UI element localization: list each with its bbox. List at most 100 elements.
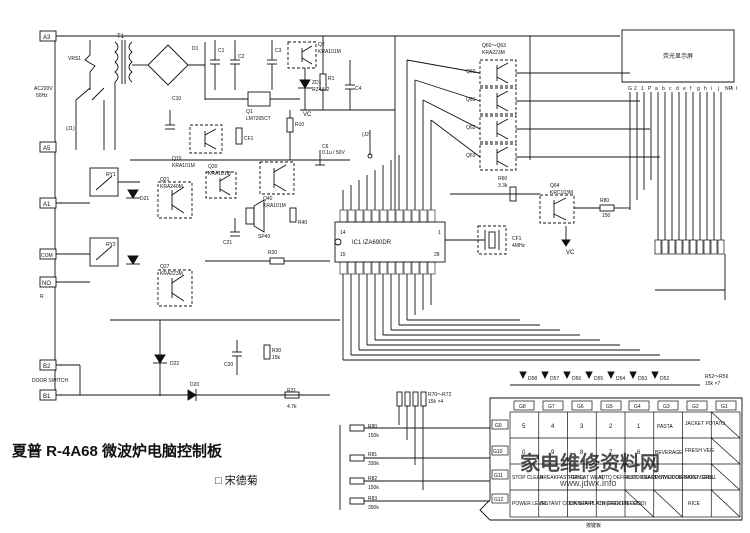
keypad-column-headers: G8 G7 G6 G5 G4 G3 G2 G1 bbox=[519, 404, 728, 410]
terminal-a5: A5 bbox=[43, 146, 51, 152]
r60-label: R60 bbox=[498, 176, 507, 182]
ry1-label: RY1 bbox=[106, 172, 116, 178]
cf1-label: CF1 bbox=[512, 236, 522, 242]
j1-label: (J1) bbox=[66, 126, 75, 132]
r30-label: R30 bbox=[272, 348, 281, 354]
c20-label: C20 bbox=[224, 362, 233, 368]
q61-label: Q61 bbox=[466, 97, 476, 103]
d20-label: D20 bbox=[190, 382, 199, 388]
q20-label: Q20 bbox=[208, 164, 218, 170]
key-bake-grill[interactable]: BAKE/ GRILL bbox=[684, 475, 715, 481]
t1-label: T1 bbox=[117, 34, 125, 40]
watermark-text: 家电维修资料网 bbox=[520, 451, 660, 475]
key-4[interactable]: 4 bbox=[551, 424, 555, 430]
terminal-a3: A3 bbox=[43, 35, 51, 41]
key-8[interactable]: 8 bbox=[580, 450, 584, 456]
c1-label: C1 bbox=[218, 48, 225, 54]
svg-text:G7: G7 bbox=[548, 404, 555, 410]
svg-text:G5: G5 bbox=[606, 404, 613, 410]
cf1-value: 4MHz bbox=[512, 243, 526, 249]
key-fresh-veg[interactable]: FRESH VEG bbox=[685, 448, 714, 454]
page-title: 夏普 R-4A68 微波炉电脑控制板 bbox=[11, 442, 223, 460]
display-label: 荧光显示屏 bbox=[663, 52, 693, 60]
key-2[interactable]: 2 bbox=[609, 424, 613, 430]
q60-q63-label: Q60～Q63 bbox=[482, 43, 506, 49]
svg-text:G4: G4 bbox=[634, 404, 641, 410]
key-rice[interactable]: RICE bbox=[688, 501, 701, 507]
key-power-level[interactable]: POWER LEVEL bbox=[512, 501, 548, 507]
r82-label: R82 bbox=[368, 476, 377, 482]
ac-freq-label: 50Hz bbox=[36, 93, 48, 99]
q40-label: Q40 bbox=[263, 196, 273, 202]
r83-value: 390k bbox=[368, 505, 379, 511]
svg-text:D55: D55 bbox=[594, 376, 603, 382]
q21-label: Q21 bbox=[160, 177, 170, 183]
svg-text:D52: D52 bbox=[660, 376, 669, 382]
r40-label: R40 bbox=[298, 220, 307, 226]
key-beverage[interactable]: BEVERAGE bbox=[655, 450, 683, 456]
svg-text:b: b bbox=[662, 86, 665, 92]
q27-part-label: KRA223M bbox=[160, 271, 183, 277]
sp40-label: SP40 bbox=[258, 234, 270, 240]
q1-part-label: LM7205CT bbox=[246, 116, 271, 122]
c6-label: C6 bbox=[322, 144, 329, 150]
r60-value: 3.3k bbox=[498, 183, 508, 189]
svg-text:G6: G6 bbox=[577, 404, 584, 410]
key-5[interactable]: 5 bbox=[522, 424, 526, 430]
ic-pin-15: 15 bbox=[340, 252, 346, 258]
key-7[interactable]: 7 bbox=[609, 450, 613, 456]
key-auto-defrost-cook[interactable]: AUTO DEFROST/ COOK bbox=[626, 475, 683, 481]
q10-label: Q10 bbox=[172, 156, 182, 162]
key-pasta[interactable]: PASTA bbox=[657, 424, 673, 430]
r31-label: R31 bbox=[287, 388, 296, 394]
d22-label: D22 bbox=[170, 361, 179, 367]
r52-r56-label: R52～R56 bbox=[705, 374, 729, 380]
svg-text:G10: G10 bbox=[493, 449, 503, 455]
ic-pin-1: 1 bbox=[438, 230, 441, 236]
key-3[interactable]: 3 bbox=[580, 424, 584, 430]
key-9[interactable]: 9 bbox=[551, 450, 555, 456]
key-6[interactable]: 6 bbox=[637, 450, 641, 456]
key-auto-defrost-roast[interactable]: AUTO DEFROST/ ROAST bbox=[598, 475, 657, 481]
q2-part-label: KRA101M bbox=[318, 49, 341, 55]
c10-label: C10 bbox=[172, 96, 181, 102]
key-chicken-pieces[interactable]: CHICKEN PIECES bbox=[598, 501, 641, 507]
c3-label: C3 bbox=[275, 48, 282, 54]
svg-text:g: g bbox=[697, 86, 700, 92]
svg-text:c: c bbox=[669, 86, 672, 92]
door-switch-label: DOOR SWITCH bbox=[32, 378, 68, 384]
svg-text:G3: G3 bbox=[663, 404, 670, 410]
q27-label: Q27 bbox=[160, 264, 170, 270]
vc-label-top: VC bbox=[303, 112, 312, 118]
r70-r72-value: 15k ×4 bbox=[428, 399, 443, 405]
keypad-grid bbox=[509, 411, 741, 518]
r30-value: 15k bbox=[272, 355, 281, 361]
svg-text:D53: D53 bbox=[638, 376, 647, 382]
r80-value: 150 bbox=[602, 213, 611, 219]
key-0[interactable]: 0 bbox=[522, 450, 526, 456]
svg-text:P: P bbox=[648, 86, 652, 92]
key-1[interactable]: 1 bbox=[637, 424, 641, 430]
c6-value: 0.1u / 50V bbox=[322, 150, 345, 156]
key-breakfast-grill[interactable]: BREAKFAST GRILL bbox=[540, 475, 585, 481]
r80b-label: R80 bbox=[368, 424, 377, 430]
svg-text:h: h bbox=[704, 86, 707, 92]
q10-part-label: KRA101M bbox=[172, 163, 195, 169]
r70-r72-label: R70～R72 bbox=[428, 392, 452, 398]
svg-text:G1: G1 bbox=[721, 404, 728, 410]
svg-text:d: d bbox=[676, 86, 679, 92]
d1-label: D1 bbox=[192, 46, 199, 52]
q62-label: Q62 bbox=[466, 125, 476, 131]
r1-label: R1 bbox=[328, 76, 335, 82]
key-power-defrost[interactable]: POWER DEFROST/ GRILL bbox=[655, 475, 717, 481]
d21-label: D21 bbox=[140, 196, 149, 202]
key-jacket-potato[interactable]: JACKET POTATO bbox=[685, 421, 725, 427]
zd1-label: ZD1 bbox=[312, 80, 322, 86]
key-stop-clear[interactable]: STOP CLEAR bbox=[512, 475, 544, 481]
cf1-small-label: CF1 bbox=[244, 136, 254, 142]
key-instant-cook-start[interactable]: INSTANT COOK START bbox=[540, 501, 594, 507]
key-reheat[interactable]: REHEAT WEAT bbox=[569, 475, 604, 481]
key-dinner-plate[interactable]: DINNER PLATE (FROZEN FOOD) bbox=[569, 501, 646, 507]
q60-q63-part: KRA223M bbox=[482, 50, 505, 56]
